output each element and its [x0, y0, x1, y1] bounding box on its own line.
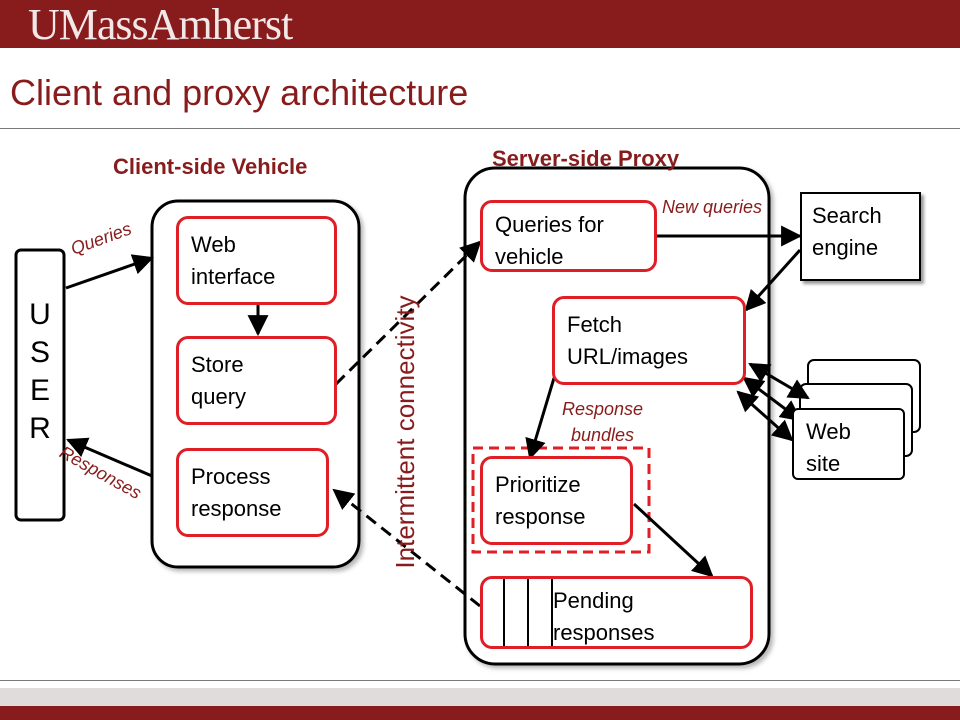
intermittent-connectivity-label: Intermittent connectivity — [390, 295, 420, 569]
prioritize-response-label: Prioritize response — [495, 472, 586, 529]
server-side-title: Server-side Proxy — [492, 146, 680, 171]
queue-divider — [551, 579, 553, 646]
upload-dashed-arrow — [334, 240, 482, 386]
client-side-title: Client-side Vehicle — [113, 154, 308, 179]
fetch-url-label: Fetch URL/images — [567, 312, 689, 369]
queue-divider — [527, 579, 529, 646]
process-response-box: Process response — [176, 448, 329, 537]
web-site-box: Web site — [792, 408, 905, 480]
fetch-web-arrow-3 — [736, 390, 794, 442]
prioritize-response-box: Prioritize response — [480, 456, 633, 545]
user-label: U S E R — [29, 298, 51, 445]
footer-divider — [0, 680, 960, 681]
new-queries-label: New queries — [662, 197, 763, 217]
priority-dashed-box — [471, 446, 651, 554]
prioritize-to-pending-arrow — [632, 502, 714, 578]
user-bar — [14, 248, 66, 522]
pending-responses-box: Pending responses — [480, 576, 753, 649]
store-query-box: Store query — [176, 336, 337, 425]
queries-for-vehicle-label: Queries for vehicle — [495, 212, 604, 269]
web-site-label: Web site — [806, 419, 851, 476]
slide-title: Client and proxy architecture — [10, 72, 469, 113]
web-interface-label: Web interface — [191, 232, 276, 289]
bundles-arrow — [525, 377, 556, 461]
response-bundles-label: Response bundles — [562, 399, 644, 445]
fetch-url-box: Fetch URL/images — [552, 296, 746, 385]
queries-arrow — [65, 254, 154, 290]
pending-responses-label: Pending responses — [553, 588, 655, 645]
footer-band-gray — [0, 688, 960, 706]
process-response-label: Process response — [191, 464, 282, 521]
search-engine-label: Search engine — [812, 203, 882, 260]
web-interface-box: Web interface — [176, 216, 337, 305]
header-band — [0, 0, 960, 48]
queries-for-vehicle-box: Queries for vehicle — [480, 200, 657, 272]
search-engine-box: Search engine — [800, 192, 921, 281]
title-divider — [0, 128, 960, 129]
search-to-fetch-arrow — [744, 248, 802, 312]
store-query-label: Store query — [191, 352, 247, 409]
queue-divider — [503, 579, 505, 646]
download-dashed-arrow — [332, 488, 481, 608]
responses-arrow — [66, 437, 153, 478]
umass-logo: UMassAmherst — [28, 0, 293, 49]
footer-band-red — [0, 706, 960, 720]
